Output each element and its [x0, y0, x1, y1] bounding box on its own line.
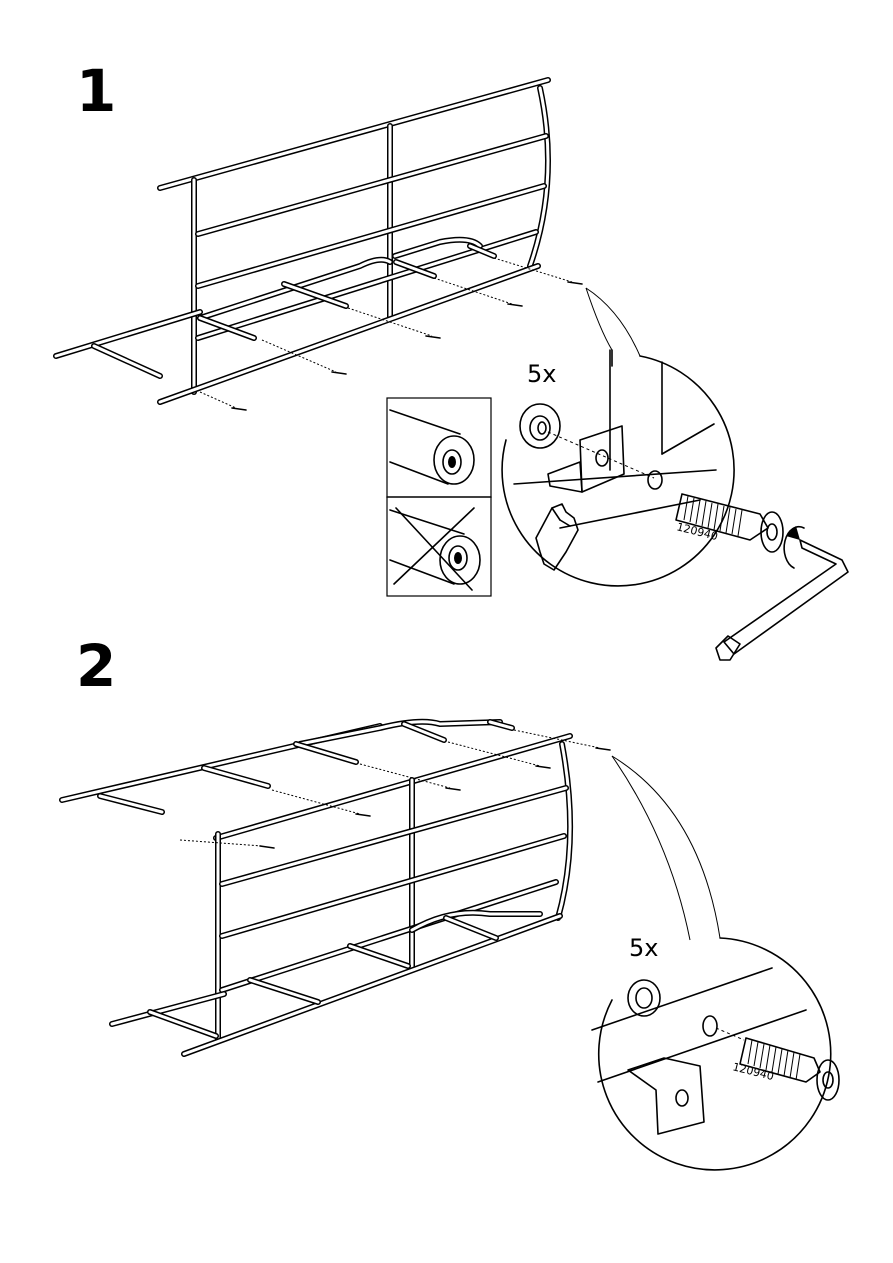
allen-key-icon: [716, 540, 848, 660]
step-1-part-number: 120940: [675, 520, 719, 543]
step-1-screws: [232, 282, 582, 410]
step-2-screws: [260, 748, 610, 848]
orientation-inset: [387, 398, 491, 596]
step-2-frame-illustration: [62, 722, 720, 1054]
step-2-zoom-detail: [592, 938, 831, 1170]
step-2-screw-120940: 120940: [731, 1038, 839, 1100]
step-1-frame-illustration: [56, 80, 640, 410]
step-2-part-number: 120940: [731, 1060, 775, 1083]
hand-press-icon: [536, 504, 578, 570]
step-1-zoom-detail: [502, 350, 734, 586]
